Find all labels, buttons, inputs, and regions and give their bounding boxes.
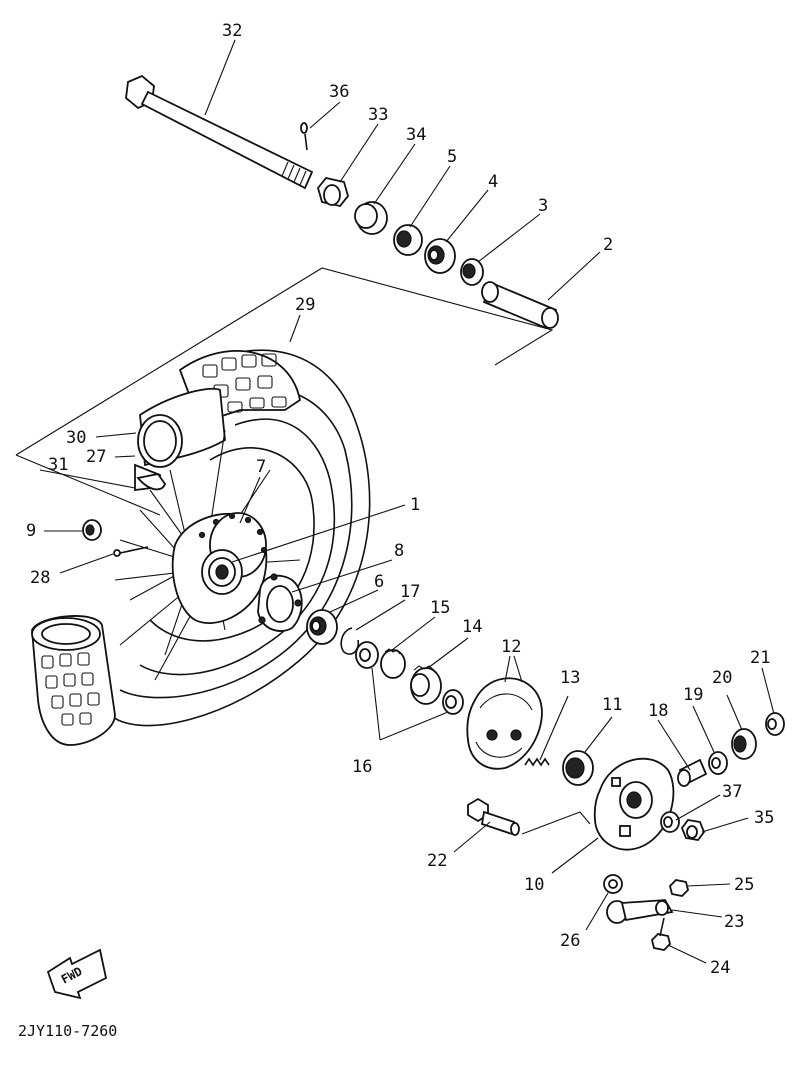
spacer-flange [460,258,484,286]
fwd-arrow-icon: FWD [46,948,108,1000]
cam-lever [606,899,674,924]
label-28: 28 [30,568,50,588]
drive-gear [380,648,406,679]
label-18: 18 [648,701,668,721]
label-8: 8 [394,541,404,561]
washer-2 [442,689,464,715]
label-36: 36 [329,82,349,102]
label-13: 13 [560,668,580,688]
drawing-code: 2JY110-7260 [18,1022,117,1040]
label-26: 26 [560,931,580,951]
cotter-pin [300,122,308,151]
label-10: 10 [524,875,544,895]
hub-bearing [306,609,338,645]
tyre-section-bottom [31,615,116,746]
disc-plate [257,573,303,632]
panel-nut [680,819,706,841]
return-spring [524,757,550,767]
lever-washer [603,874,623,894]
meter-cable-fitting [467,797,591,836]
label-20: 20 [712,668,732,688]
label-6: 6 [374,572,384,592]
brake-cam [677,758,708,787]
label-4: 4 [488,172,498,192]
leader-lines [44,39,775,964]
label-37: 37 [722,782,742,802]
meter-gear [410,665,442,705]
label-31: 31 [48,455,68,475]
brake-shoe [466,677,543,770]
washer [355,641,379,669]
label-24: 24 [710,958,730,978]
label-33: 33 [368,105,388,125]
lever-bolt [651,917,671,951]
oil-seal [393,224,423,256]
brake-collar [731,728,757,760]
tube [136,473,167,491]
panel-washer [660,811,680,833]
label-1: 1 [410,495,420,515]
label-32: 32 [222,21,242,41]
wheel-hub [171,512,268,624]
label-15: 15 [430,598,450,618]
label-29: 29 [295,295,315,315]
circlip [340,627,360,655]
spacer-tube [481,281,559,330]
label-11: 11 [602,695,622,715]
lever-nut [669,879,689,897]
brake-panel [593,757,675,851]
axle [125,74,314,190]
label-19: 19 [683,685,703,705]
label-16: 16 [352,757,372,777]
wheel-assembly [31,349,371,746]
label-14: 14 [462,617,482,637]
label-35: 35 [754,808,774,828]
label-3: 3 [538,196,548,216]
part-labels: 32 36 33 34 5 4 3 2 29 30 27 31 7 1 9 8 … [26,21,774,978]
label-9: 9 [26,521,36,541]
bracket-16a [371,667,381,741]
label-22: 22 [427,851,447,871]
label-34: 34 [406,125,426,145]
label-5: 5 [447,147,457,167]
label-17: 17 [400,582,420,602]
label-7: 7 [256,457,266,477]
label-25: 25 [734,875,754,895]
label-2: 2 [603,235,613,255]
bearing [424,238,456,274]
label-23: 23 [724,912,744,932]
cap [765,712,785,736]
tyre-section-top [137,387,226,468]
brake-oil-seal [562,750,594,786]
label-21: 21 [750,648,770,668]
collar [354,201,388,235]
bracket-16b [379,711,449,741]
label-12: 12 [501,637,521,657]
label-30: 30 [66,428,86,448]
axle-nut [317,176,349,208]
label-27: 27 [86,447,106,467]
assembly-bracket [15,267,554,516]
spoke-nipple [82,519,149,557]
cam-washer [708,751,728,775]
